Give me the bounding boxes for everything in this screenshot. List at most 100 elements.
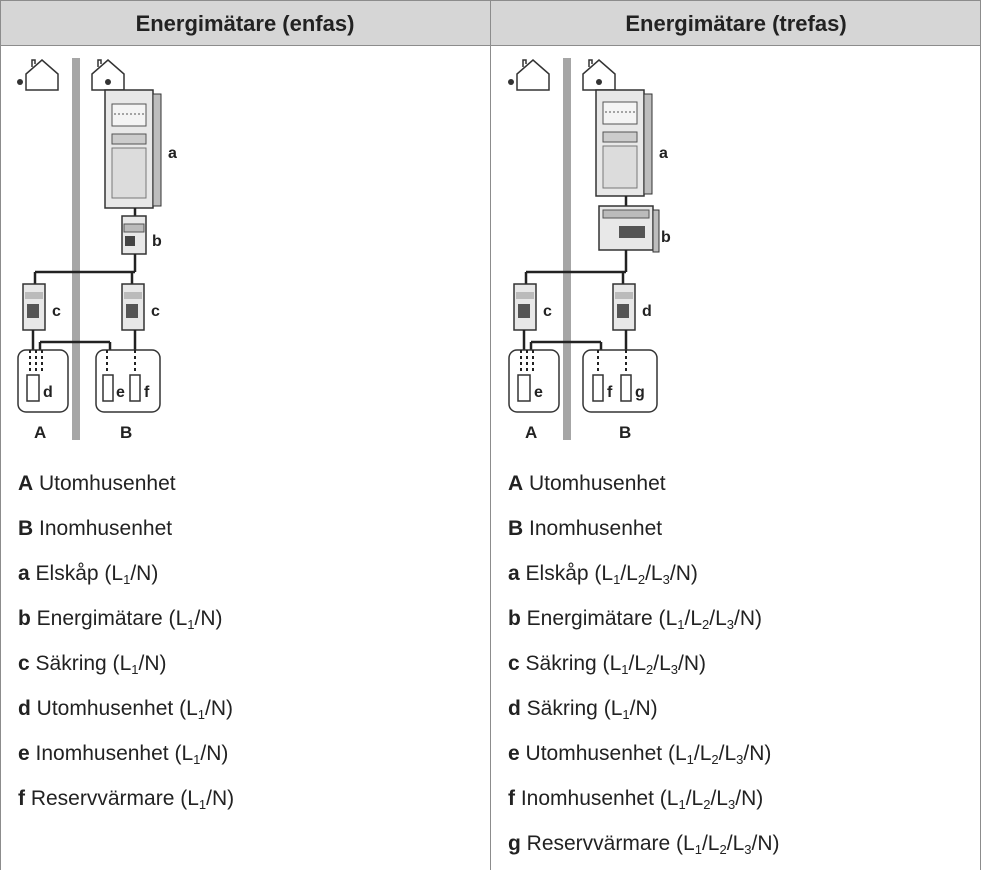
- legend-item: e Utomhusenhet (L1/L2/L3/N): [508, 741, 780, 786]
- legend-item: a Elskåp (L1/N): [18, 561, 234, 606]
- wall-divider: [563, 58, 571, 440]
- legend-text: Säkring (L1/N): [520, 697, 658, 722]
- label-c-left: c: [52, 303, 61, 320]
- legend-item: a Elskåp (L1/L2/L3/N): [508, 561, 780, 606]
- outdoor-unit-box: [508, 349, 560, 413]
- legend-item: c Säkring (L1/L2/L3/N): [508, 651, 780, 696]
- label-f: f: [144, 384, 150, 401]
- legend-text: Inomhusenhet: [33, 517, 173, 540]
- legend-key: e: [508, 742, 520, 765]
- legend-key: e: [18, 742, 30, 765]
- legend-item: e Inomhusenhet (L1/N): [18, 741, 234, 786]
- label-a: a: [659, 145, 668, 162]
- legend-item: g Reservvärmare (L1/L2/L3/N): [508, 831, 780, 876]
- legend-phases: L1/N: [119, 652, 160, 677]
- legend-item: b Energimätare (L1/N): [18, 606, 234, 651]
- legend-text: Utomhusenhet (L1/N): [30, 697, 234, 722]
- label-f: f: [607, 384, 613, 401]
- label-c: c: [543, 303, 552, 320]
- legend-text: Elskåp (L1/N): [29, 562, 159, 587]
- legend-key: a: [508, 562, 520, 585]
- legend-item: B Inomhusenhet: [508, 516, 780, 561]
- legend-item: d Säkring (L1/N): [508, 696, 780, 741]
- legend-item: A Utomhusenhet: [508, 471, 780, 516]
- legend-item: d Utomhusenhet (L1/N): [18, 696, 234, 741]
- legend-text: Reservvärmare (L1/L2/L3/N): [520, 832, 780, 857]
- legend-text: Reservvärmare (L1/N): [25, 787, 235, 812]
- legend-text: Säkring (L1/L2/L3/N): [519, 652, 707, 677]
- legend-key: a: [18, 562, 30, 585]
- legend-phases: L1/N: [181, 742, 222, 767]
- label-e: e: [534, 384, 543, 401]
- legend-item: A Utomhusenhet: [18, 471, 234, 516]
- legend-phases: L1/N: [610, 697, 651, 722]
- outdoor-house-icon: [516, 59, 550, 91]
- legend-text: Säkring (L1/N): [29, 652, 167, 677]
- label-A: A: [525, 423, 537, 442]
- label-b: b: [661, 229, 671, 246]
- energy-meter-icon: [598, 205, 660, 253]
- header-single-phase: Energimätare (enfas): [135, 11, 355, 36]
- legend-text: Utomhusenhet: [33, 472, 176, 495]
- header-three-phase: Energimätare (trefas): [625, 11, 847, 36]
- legend-phases: L1/L2/L3/N: [666, 787, 757, 812]
- legend-phases: L1/N: [111, 562, 152, 587]
- electrical-cabinet-icon: [595, 89, 653, 197]
- label-g: g: [635, 384, 645, 401]
- legend-key: b: [508, 607, 521, 630]
- label-e: e: [116, 384, 125, 401]
- indoor-house-icon: [582, 59, 616, 91]
- label-c-right: c: [151, 303, 160, 320]
- legend-phases: L1/L2/L3/N: [665, 607, 756, 632]
- table-border-left: [0, 0, 1, 870]
- legend-phases: L1/N: [175, 607, 216, 632]
- fuse-icon: [22, 283, 46, 331]
- legend-phases: L1/N: [186, 697, 227, 722]
- electrical-cabinet-icon: [104, 89, 162, 209]
- legend-item: f Reservvärmare (L1/N): [18, 786, 234, 831]
- legend-phases: L1/L2/L3/N: [674, 742, 765, 767]
- legend-key: A: [508, 472, 524, 495]
- legend-key: d: [18, 697, 31, 720]
- fuse-icon: [513, 283, 537, 331]
- legend-key: A: [18, 472, 34, 495]
- legend-key: d: [508, 697, 521, 720]
- fuse-icon: [612, 283, 636, 331]
- three-phase-wiring-diagram: a b c d: [508, 58, 671, 442]
- legend-key: c: [18, 652, 30, 675]
- legend-text: Inomhusenhet (L1/N): [29, 742, 229, 767]
- label-a: a: [168, 145, 177, 162]
- legend-phases: L1/N: [187, 787, 228, 812]
- energy-meter-icon: [121, 215, 147, 255]
- legend-phases: L1/L2/L3/N: [601, 562, 691, 587]
- legend-phases: L1/L2/L3/N: [609, 652, 700, 677]
- label-A: A: [34, 423, 46, 442]
- legend-key: b: [18, 607, 31, 630]
- indoor-unit-box: [582, 349, 658, 413]
- fuse-icon: [121, 283, 145, 331]
- legend-text: Utomhusenhet (L1/L2/L3/N): [519, 742, 772, 767]
- legend-text: Utomhusenhet: [523, 472, 666, 495]
- legend-item: f Inomhusenhet (L1/L2/L3/N): [508, 786, 780, 831]
- legend-key: B: [18, 517, 34, 540]
- legend-key: B: [508, 517, 524, 540]
- outdoor-unit-box: [17, 349, 69, 413]
- label-B: B: [619, 423, 631, 442]
- legend-item: B Inomhusenhet: [18, 516, 234, 561]
- legend-text: Inomhusenhet: [523, 517, 663, 540]
- indoor-house-icon: [91, 59, 125, 91]
- legend-key: g: [508, 832, 521, 855]
- label-d: d: [642, 303, 652, 320]
- column-divider: [490, 0, 491, 870]
- legend-key: f: [18, 787, 25, 810]
- label-B: B: [120, 423, 132, 442]
- legend-key: f: [508, 787, 515, 810]
- legend-key: c: [508, 652, 520, 675]
- legend-text: Elskåp (L1/L2/L3/N): [519, 562, 698, 587]
- label-d: d: [43, 384, 53, 401]
- indoor-unit-box: [95, 349, 161, 413]
- label-b: b: [152, 233, 162, 250]
